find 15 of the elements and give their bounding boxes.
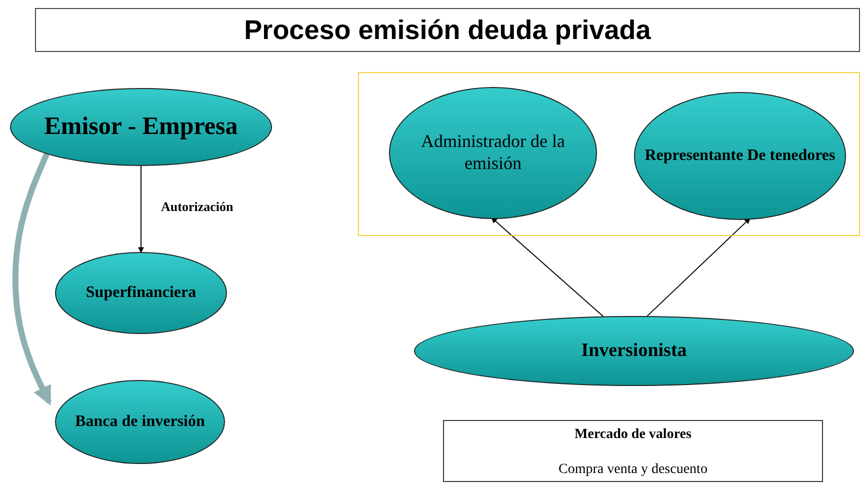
arrow	[646, 218, 750, 317]
node-label: Emisor - Empresa	[44, 112, 238, 142]
group-frame	[358, 72, 860, 236]
text-box	[443, 420, 823, 482]
arrow	[138, 166, 144, 254]
node-label: Mercado de valores	[574, 427, 692, 444]
arrow	[12, 152, 52, 406]
node-label: Banca de inversión	[75, 412, 205, 432]
node-label: Superfinanciera	[86, 283, 196, 303]
node-label: Administrador de la emisión	[420, 131, 566, 175]
node-label: Representante De tenedores	[644, 146, 836, 166]
node-label: Inversionista	[581, 340, 687, 362]
node-label: Compra venta y descuento	[558, 462, 708, 479]
arrow	[491, 217, 604, 317]
title: Proceso emisión deuda privada	[244, 14, 651, 46]
